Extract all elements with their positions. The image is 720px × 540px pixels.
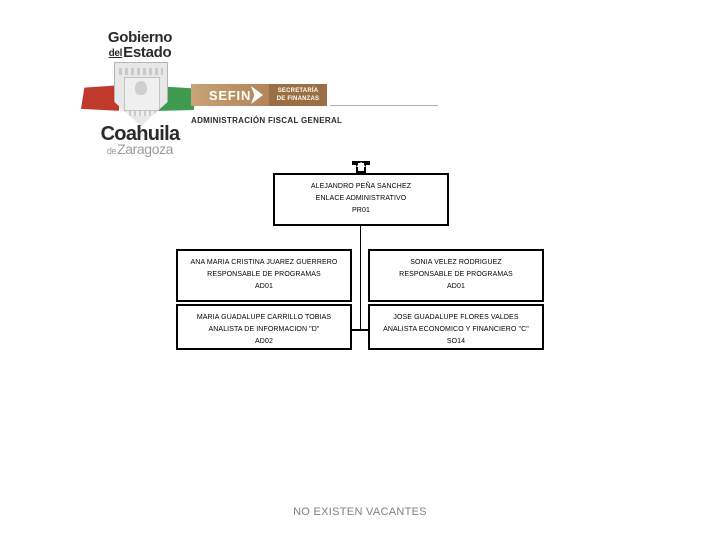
crest-base-ornament	[124, 111, 158, 116]
logo-coahuila-text: Coahuila	[100, 123, 181, 145]
org-node-code: AD02	[255, 338, 273, 345]
logo-de-word: de	[106, 146, 117, 156]
org-node-carrillo-tobias[interactable]: MARIA GUADALUPE CARRILLO TOBIAS ANALISTA…	[176, 304, 352, 350]
logo-del-estado-text: delEstado	[88, 45, 192, 62]
org-node-root[interactable]: ALEJANDRO PEÑA SANCHEZ ENLACE ADMINISTRA…	[273, 173, 449, 226]
logo-estado-word: Estado	[123, 44, 172, 61]
org-node-juarez-guerrero[interactable]: ANA MARIA CRISTINA JUAREZ GUERRERO RESPO…	[176, 249, 352, 302]
org-node-name: JOSE GUADALUPE FLORES VALDES	[393, 314, 519, 321]
logo-del-word: del	[108, 48, 123, 59]
org-node-title: RESPONSABLE DE PROGRAMAS	[399, 271, 513, 278]
org-node-name: MARIA GUADALUPE CARRILLO TOBIAS	[196, 314, 332, 321]
sefin-fullname-line1: SECRETARÍA	[277, 88, 319, 94]
logo-zaragoza-text: deZaragoza	[88, 142, 192, 158]
header-divider	[330, 105, 438, 106]
sefin-acronym-block: SEFIN	[191, 84, 269, 106]
logo-zaragoza-word: Zaragoza	[117, 141, 174, 157]
vacancies-note: NO EXISTEN VACANTES	[293, 506, 427, 518]
parent-connector-stem	[356, 163, 366, 173]
coahuila-government-logo: Gobierno delEstado Coahuila deZaragoza	[81, 29, 198, 158]
sefin-fullname-line2: DE FINANZAS	[276, 96, 320, 102]
org-node-code: AD01	[255, 283, 273, 290]
sefin-fullname-block: SECRETARÍA DE FINANZAS	[269, 84, 327, 106]
org-node-code: PR01	[352, 207, 370, 214]
org-node-code: SO14	[446, 338, 466, 345]
connector-spine	[360, 226, 361, 330]
org-node-title: ENLACE ADMINISTRATIVO	[315, 195, 407, 202]
page-header: Gobierno delEstado Coahuila deZaragoza S…	[0, 0, 720, 160]
org-node-name: ALEJANDRO PEÑA SANCHEZ	[310, 183, 412, 190]
org-node-flores-valdes[interactable]: JOSE GUADALUPE FLORES VALDES ANALISTA EC…	[368, 304, 544, 350]
org-node-title: ANALISTA DE INFORMACION "D"	[208, 326, 320, 333]
parent-connector-tip	[356, 162, 366, 167]
sefin-acronym-text: SEFIN	[208, 87, 252, 103]
connector-stub-left	[344, 329, 361, 331]
org-node-title: ANALISTA ECONOMICO Y FINANCIERO "C"	[383, 326, 529, 333]
crest-top-ornament	[119, 68, 163, 75]
org-node-name: ANA MARIA CRISTINA JUAREZ GUERRERO	[190, 259, 338, 266]
sefin-banner: SEFIN SECRETARÍA DE FINANZAS	[191, 84, 327, 106]
crest-tree-icon	[135, 81, 147, 95]
department-label: ADMINISTRACIÓN FISCAL GENERAL	[191, 116, 343, 125]
org-node-title: RESPONSABLE DE PROGRAMAS	[207, 271, 321, 278]
parent-connector-arrow-icon	[352, 161, 370, 173]
org-node-velez-rodriguez[interactable]: SONIA VELEZ RODRIGUEZ RESPONSABLE DE PRO…	[368, 249, 544, 302]
org-node-code: AD01	[447, 283, 465, 290]
logo-gobierno-text: Gobierno	[107, 29, 173, 46]
org-node-name: SONIA VELEZ RODRIGUEZ	[410, 259, 502, 266]
